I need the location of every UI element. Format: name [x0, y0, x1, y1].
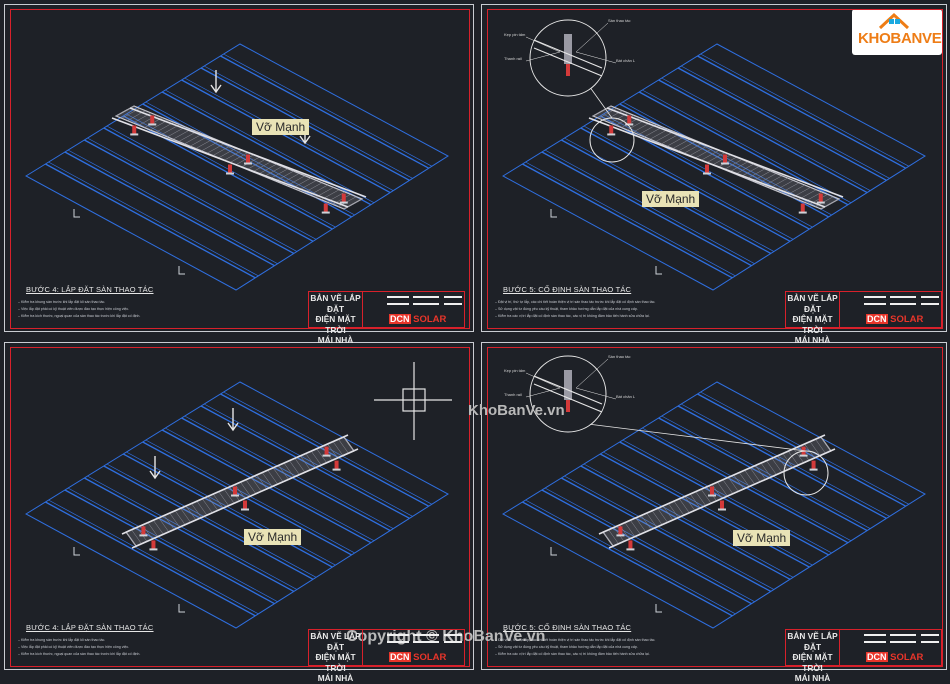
callout-label: Kẹp pin tấm [504, 368, 526, 373]
step-note: – Kiểm tra khung sàn trước khi lắp đặt l… [18, 638, 106, 642]
step-note: – Việc lắp đặt phải có kỹ thuật viên đượ… [18, 307, 130, 311]
callout-label: Kẹp pin tấm [504, 32, 526, 37]
step-note: – Kiểm tra các vị trí lắp đặt cố định sà… [495, 314, 650, 318]
dcn-solar-logo: DCN SOLAR [389, 652, 447, 663]
sheet-border [487, 347, 943, 667]
drawing-sheet-2 [481, 4, 947, 332]
callout-label: Thanh rail [504, 392, 522, 397]
step-note: – Sử dụng vật tư đúng yêu cầu kỹ thuật, … [495, 307, 638, 311]
step-note: – Kiểm tra các vị trí lắp đặt cố định sà… [495, 652, 650, 656]
callout-label: Sàn thao tác [608, 354, 631, 359]
step-note: – Đặt vị trí, thứ tự lắp, các chi tiết h… [495, 638, 656, 642]
step-title: BƯỚC 5: CỐ ĐỊNH SÀN THAO TÁC [503, 285, 632, 294]
dcn-solar-logo: DCN SOLAR [866, 314, 924, 325]
drawing-sheet-4 [481, 342, 947, 670]
callout-label: Sàn thao tác [608, 18, 631, 23]
watermark-center: KhoBanVe.vn [468, 402, 565, 419]
sheet-border [10, 347, 470, 667]
cad-crosshair-icon [374, 362, 452, 440]
watermark-bottom: Copyright © KhoBanVe.vn [346, 628, 546, 645]
step-title: BƯỚC 5: CỐ ĐỊNH SÀN THAO TÁC [503, 623, 632, 632]
step-note: – Sử dụng vật tư đúng yêu cầu kỹ thuật, … [495, 645, 638, 649]
material-tag: Vỡ Mạnh [252, 119, 310, 135]
step-note: – Kiểm tra khung sàn trước khi lắp đặt l… [18, 300, 106, 304]
material-tag: Vỡ Mạnh [733, 530, 791, 546]
material-tag: Vỡ Mạnh [642, 191, 700, 207]
step-title: BƯỚC 4: LẮP ĐẶT SÀN THAO TÁC [26, 285, 154, 294]
dcn-solar-logo: DCN SOLAR [866, 652, 924, 663]
callout-label: Bát chân L [616, 58, 636, 63]
step-note: – Việc lắp đặt phải có kỹ thuật viên đượ… [18, 645, 130, 649]
sheet-border [10, 9, 470, 329]
step-note: – Kiểm tra kích thước, ngoại quan của sà… [18, 652, 141, 656]
drawing-sheet-3 [4, 342, 474, 670]
material-tag: Vỡ Mạnh [244, 529, 302, 545]
step-note: – Đặt vị trí, thứ tự lắp, các chi tiết h… [495, 300, 656, 304]
step-note: – Kiểm tra kích thước, ngoại quan của sà… [18, 314, 141, 318]
callout-label: Thanh rail [504, 56, 522, 61]
house-roof-icon [878, 12, 910, 30]
dcn-solar-logo: DCN SOLAR [389, 314, 447, 325]
step-title: BƯỚC 4: LẮP ĐẶT SÀN THAO TÁC [26, 623, 154, 632]
sheet-border [487, 9, 943, 329]
khobanve-logo-text: KHOBANVE [858, 30, 942, 47]
drawing-sheet-1 [4, 4, 474, 332]
callout-label: Bát chân L [616, 394, 636, 399]
